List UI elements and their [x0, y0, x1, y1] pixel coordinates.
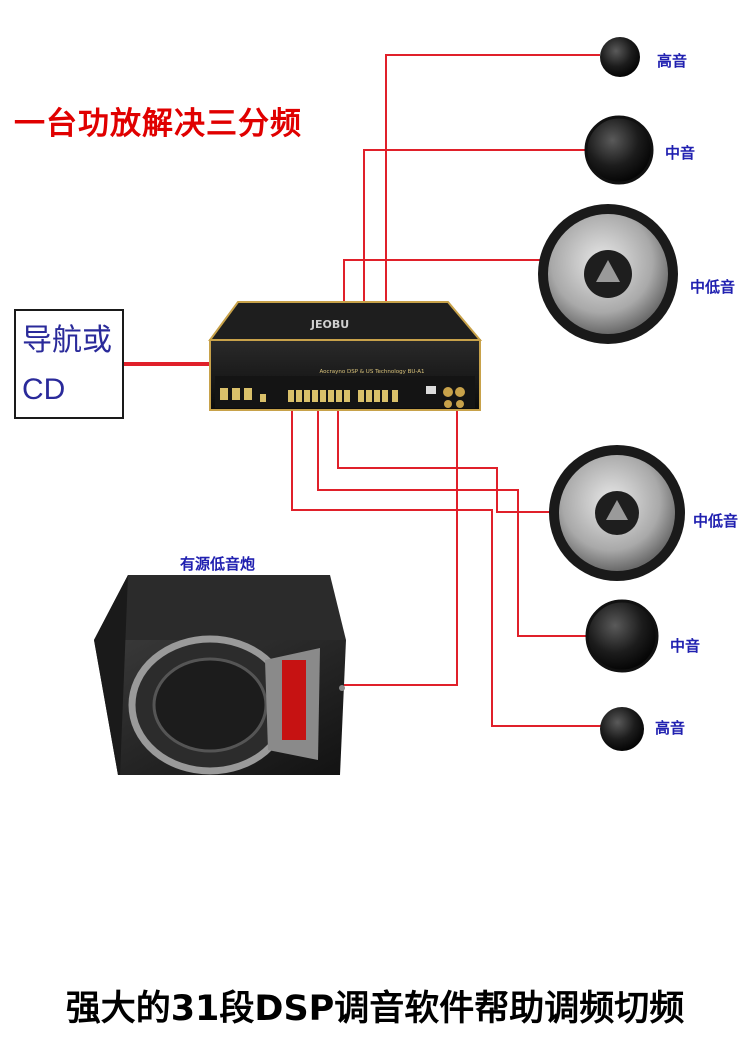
- subwoofer-label: 有源低音炮: [180, 555, 256, 573]
- midbass-top-speaker: [538, 204, 678, 344]
- headline: 一台功放解决三分频: [14, 106, 302, 142]
- wire-tweeter-bottom: [291, 405, 605, 727]
- speaker-label-mid-bottom: 中音: [670, 637, 701, 655]
- wire-subwoofer: [340, 398, 458, 686]
- amplifier: JEOBU Aocrayno DSP & US Technology BU-A1: [208, 301, 483, 411]
- midbass-bottom-speaker: [549, 445, 685, 581]
- speaker-label-tweeter-top: 高音: [657, 52, 688, 70]
- speaker-label-midbass-bottom: 中低音: [693, 512, 739, 530]
- source-box: 导航或 CD: [14, 309, 124, 419]
- source-label-line2: CD: [22, 373, 66, 406]
- mid-bottom-speaker: [585, 599, 659, 673]
- tweeter-top-speaker: [600, 37, 640, 77]
- wire-mid-bottom: [317, 405, 590, 637]
- speaker-label-midbass-top: 中低音: [690, 278, 736, 296]
- wire-tweeter-top: [385, 54, 600, 400]
- amplifier-brand: JEOBU: [310, 318, 349, 331]
- bottom-title: 强大的31段DSP调音软件帮助调频切频: [65, 989, 685, 1029]
- mid-top-speaker: [584, 115, 654, 185]
- amplifier-model-text: Aocrayno DSP & US Technology BU-A1: [319, 369, 424, 375]
- tweeter-bottom-speaker: [600, 707, 644, 751]
- speaker-label-mid-top: 中音: [665, 144, 696, 162]
- subwoofer-box: [94, 575, 346, 775]
- source-label-line1: 导航或: [22, 323, 112, 358]
- speaker-label-tweeter-bottom: 高音: [655, 719, 686, 737]
- wire-midbass-bottom: [337, 405, 552, 513]
